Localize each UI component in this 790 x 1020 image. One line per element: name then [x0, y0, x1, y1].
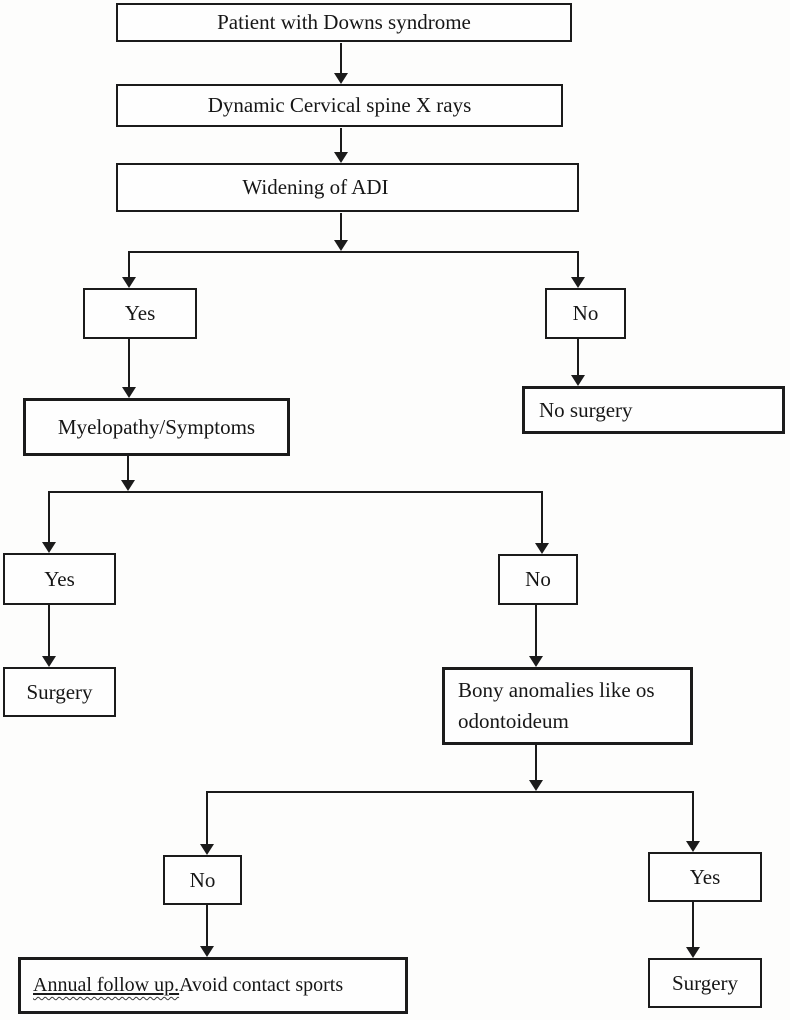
- flow-node-bony: Bony anomalies like os odontoideum: [442, 667, 693, 745]
- flow-node-myelopathy-label: Myelopathy/Symptoms: [57, 414, 256, 439]
- flow-node-myelopathy: Myelopathy/Symptoms: [23, 398, 290, 456]
- arrow-yes1-to-myelopathy: [122, 339, 136, 398]
- arrow-xray-to-adi: [334, 128, 348, 163]
- arrow-branch-to-yes3: [686, 791, 700, 852]
- flow-node-xray: Dynamic Cervical spine X rays: [116, 84, 563, 127]
- flow-node-surgery-left: Surgery: [3, 667, 116, 717]
- flow-node-yes1-label: Yes: [124, 301, 156, 326]
- arrow-yes2-to-surgery-left: [42, 605, 56, 667]
- arrow-bony-to-branch: [529, 745, 543, 791]
- arrow-myelopathy-to-branch: [121, 456, 135, 491]
- flow-node-no3-label: No: [189, 867, 216, 892]
- flow-node-no2: No: [498, 554, 578, 605]
- arrow-adi-to-branch: [334, 213, 348, 251]
- flow-node-annual-underlined-label: Annual follow up.: [33, 974, 180, 996]
- arrow-branch-to-no2: [535, 491, 549, 554]
- arrow-patient-to-xray: [334, 43, 348, 84]
- flow-node-annual-underline-wrap: Annual follow up.: [33, 973, 179, 998]
- arrow-no2-to-bony: [529, 605, 543, 667]
- flow-node-bony-label: Bony anomalies like os odontoideum: [458, 677, 655, 734]
- arrow-no3-to-annual: [200, 905, 214, 957]
- branch-line-bony: [206, 791, 694, 793]
- flow-node-no1: No: [545, 288, 626, 339]
- flow-node-adi: Widening of ADI: [116, 163, 579, 212]
- flow-node-no-surgery-label: No surgery: [539, 397, 633, 422]
- flow-node-patient-label: Patient with Downs syndrome: [217, 10, 471, 35]
- flow-node-surgery-left-label: Surgery: [26, 679, 93, 704]
- flow-node-adi-label: Widening of ADI: [242, 175, 389, 200]
- flow-node-annual-rest-label: Avoid contact sports: [179, 974, 344, 996]
- flow-node-xray-label: Dynamic Cervical spine X rays: [207, 93, 472, 118]
- flow-node-no2-label: No: [525, 567, 551, 592]
- flow-node-yes3-label: Yes: [689, 864, 721, 889]
- flow-node-no1-label: No: [572, 301, 599, 326]
- flow-node-no-surgery: No surgery: [522, 386, 785, 434]
- arrow-branch-to-no3: [200, 791, 214, 855]
- flow-node-no3: No: [163, 855, 242, 905]
- branch-line-myelopathy: [48, 491, 543, 493]
- branch-line-adi: [128, 251, 579, 253]
- flow-node-patient: Patient with Downs syndrome: [116, 3, 572, 42]
- arrow-yes3-to-surgery-right: [686, 902, 700, 958]
- flow-node-surgery-right-label: Surgery: [671, 970, 739, 995]
- flow-node-yes2-label: Yes: [44, 566, 75, 591]
- flow-node-surgery-right: Surgery: [648, 958, 762, 1008]
- arrow-branch-to-no1: [571, 251, 585, 288]
- arrow-branch-to-yes1: [122, 251, 136, 288]
- arrow-no1-to-no-surgery: [571, 339, 585, 386]
- arrow-branch-to-yes2: [42, 491, 56, 553]
- flow-node-yes1: Yes: [83, 288, 197, 339]
- flow-node-yes3: Yes: [648, 852, 762, 902]
- flow-node-yes2: Yes: [3, 553, 116, 605]
- flow-node-annual: Annual follow up. Avoid contact sports: [18, 957, 408, 1014]
